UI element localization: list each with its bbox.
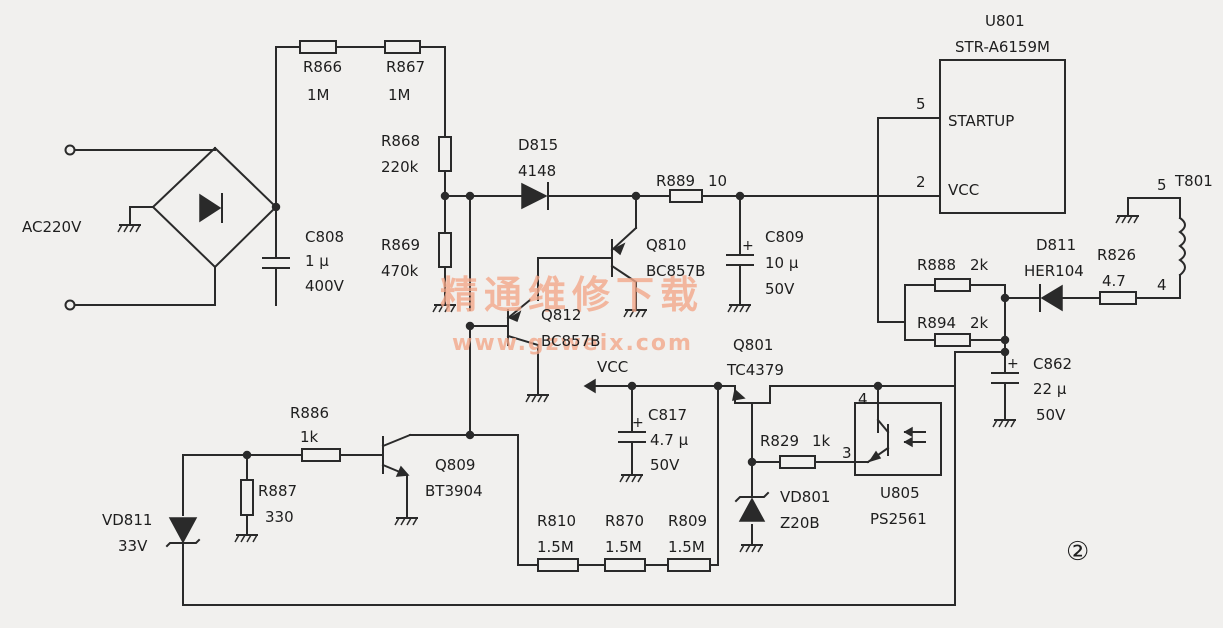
r867-id-label: R867 (386, 58, 425, 76)
c809-id-label: C809 (765, 228, 804, 246)
c817-value-label: 4.7 μ (650, 431, 689, 449)
u805-pins-1-label: 3 (842, 444, 852, 462)
resistors (240, 40, 1137, 572)
c862-rating-label: 50V (1036, 406, 1066, 424)
vcc-arrow-icon (583, 378, 596, 394)
svg-text:+: + (632, 415, 644, 431)
r867-value-label: 1M (388, 86, 411, 104)
c817-rating-label: 50V (650, 456, 680, 474)
r889-id-label: R889 (656, 172, 695, 190)
r826-id-label: R826 (1097, 246, 1136, 264)
c862-value-label: 22 μ (1033, 380, 1067, 398)
r894-id-label: R894 (917, 314, 956, 332)
watermark-url: www.gzweix.com (452, 331, 693, 356)
r826-value-label: 4.7 (1102, 272, 1126, 290)
vd801-value-label: Z20B (780, 514, 820, 532)
r870-value-label: 1.5M (605, 538, 642, 556)
r810-id-label: R810 (537, 512, 576, 530)
optocoupler-u805 (854, 402, 942, 476)
t801-pins-0-label: 5 (1157, 176, 1167, 194)
t801-id-label: T801 (1174, 172, 1213, 190)
vcc-net-label: VCC (597, 358, 628, 376)
u801-value-label: STR-A6159M (955, 38, 1050, 56)
bridge-rectifier (151, 146, 278, 269)
r888-value-label: 2k (970, 256, 989, 274)
t801-pins-1-label: 4 (1157, 276, 1167, 294)
r829-value-label: 1k (812, 432, 831, 450)
r810-value-label: 1.5M (537, 538, 574, 556)
q810-value-label: BC857B (646, 262, 705, 280)
r866-value-label: 1M (307, 86, 330, 104)
r868-value-label: 220k (381, 158, 419, 176)
wires (69, 46, 1181, 606)
labels: AC220V R866 1M R867 1M R868 220k R869 47… (22, 12, 1213, 567)
r889-value-label: 10 (708, 172, 727, 190)
q801-value-label: TC4379 (726, 361, 784, 379)
vd811-value-label: 33V (118, 537, 148, 555)
c808-value-label: 1 μ (305, 252, 329, 270)
u801-pins-0-name-label: STARTUP (948, 112, 1014, 130)
u805-id-label: U805 (880, 484, 920, 502)
r870-id-label: R870 (605, 512, 644, 530)
vd801-id-label: VD801 (780, 488, 830, 506)
r829-id-label: R829 (760, 432, 799, 450)
watermark-text: 精通维修下载 (440, 273, 704, 317)
d811-value-label: HER104 (1024, 262, 1084, 280)
d815-value-label: 4148 (518, 162, 556, 180)
ac-input-label: AC220V (22, 218, 82, 236)
u805-value-label: PS2561 (870, 510, 927, 528)
q812-value-label: BC857B (541, 332, 600, 350)
r886-value-label: 1k (300, 428, 319, 446)
u805-pins-0-label: 4 (858, 390, 868, 408)
r894-value-label: 2k (970, 314, 989, 332)
c808-id-label: C808 (305, 228, 344, 246)
ic-u801 (939, 59, 1066, 214)
diodes (165, 182, 1063, 548)
q810-id-label: Q810 (646, 236, 686, 254)
u801-id-label: U801 (985, 12, 1025, 30)
r809-id-label: R809 (668, 512, 707, 530)
r869-value-label: 470k (381, 262, 419, 280)
r888-id-label: R888 (917, 256, 956, 274)
r866-id-label: R866 (303, 58, 342, 76)
c809-value-label: 10 μ (765, 254, 799, 272)
u801-pins-1-name-label: VCC (948, 181, 979, 199)
capacitors: + + + (262, 238, 1019, 443)
r886-id-label: R886 (290, 404, 329, 422)
vd811-id-label: VD811 (102, 511, 152, 529)
u801-pins-1-num-label: 2 (916, 173, 926, 191)
q812-id-label: Q812 (541, 306, 581, 324)
c809-rating-label: 50V (765, 280, 795, 298)
transistors (381, 226, 771, 477)
c808-rating-label: 400V (305, 277, 345, 295)
svg-text:+: + (1007, 356, 1019, 372)
c862-id-label: C862 (1033, 355, 1072, 373)
figure-number: ② (1066, 537, 1089, 567)
q809-id-label: Q809 (435, 456, 475, 474)
r869-id-label: R869 (381, 236, 420, 254)
q801-id-label: Q801 (733, 336, 773, 354)
junctions (64, 144, 1010, 467)
c817-id-label: C817 (648, 406, 687, 424)
q809-value-label: BT3904 (425, 482, 483, 500)
svg-text:+: + (742, 238, 754, 254)
transformer-t801 (1178, 216, 1186, 277)
r809-value-label: 1.5M (668, 538, 705, 556)
d811-id-label: D811 (1036, 236, 1076, 254)
d815-id-label: D815 (518, 136, 558, 154)
u801-pins-0-num-label: 5 (916, 95, 926, 113)
r868-id-label: R868 (381, 132, 420, 150)
r887-id-label: R887 (258, 482, 297, 500)
r887-value-label: 330 (265, 508, 294, 526)
